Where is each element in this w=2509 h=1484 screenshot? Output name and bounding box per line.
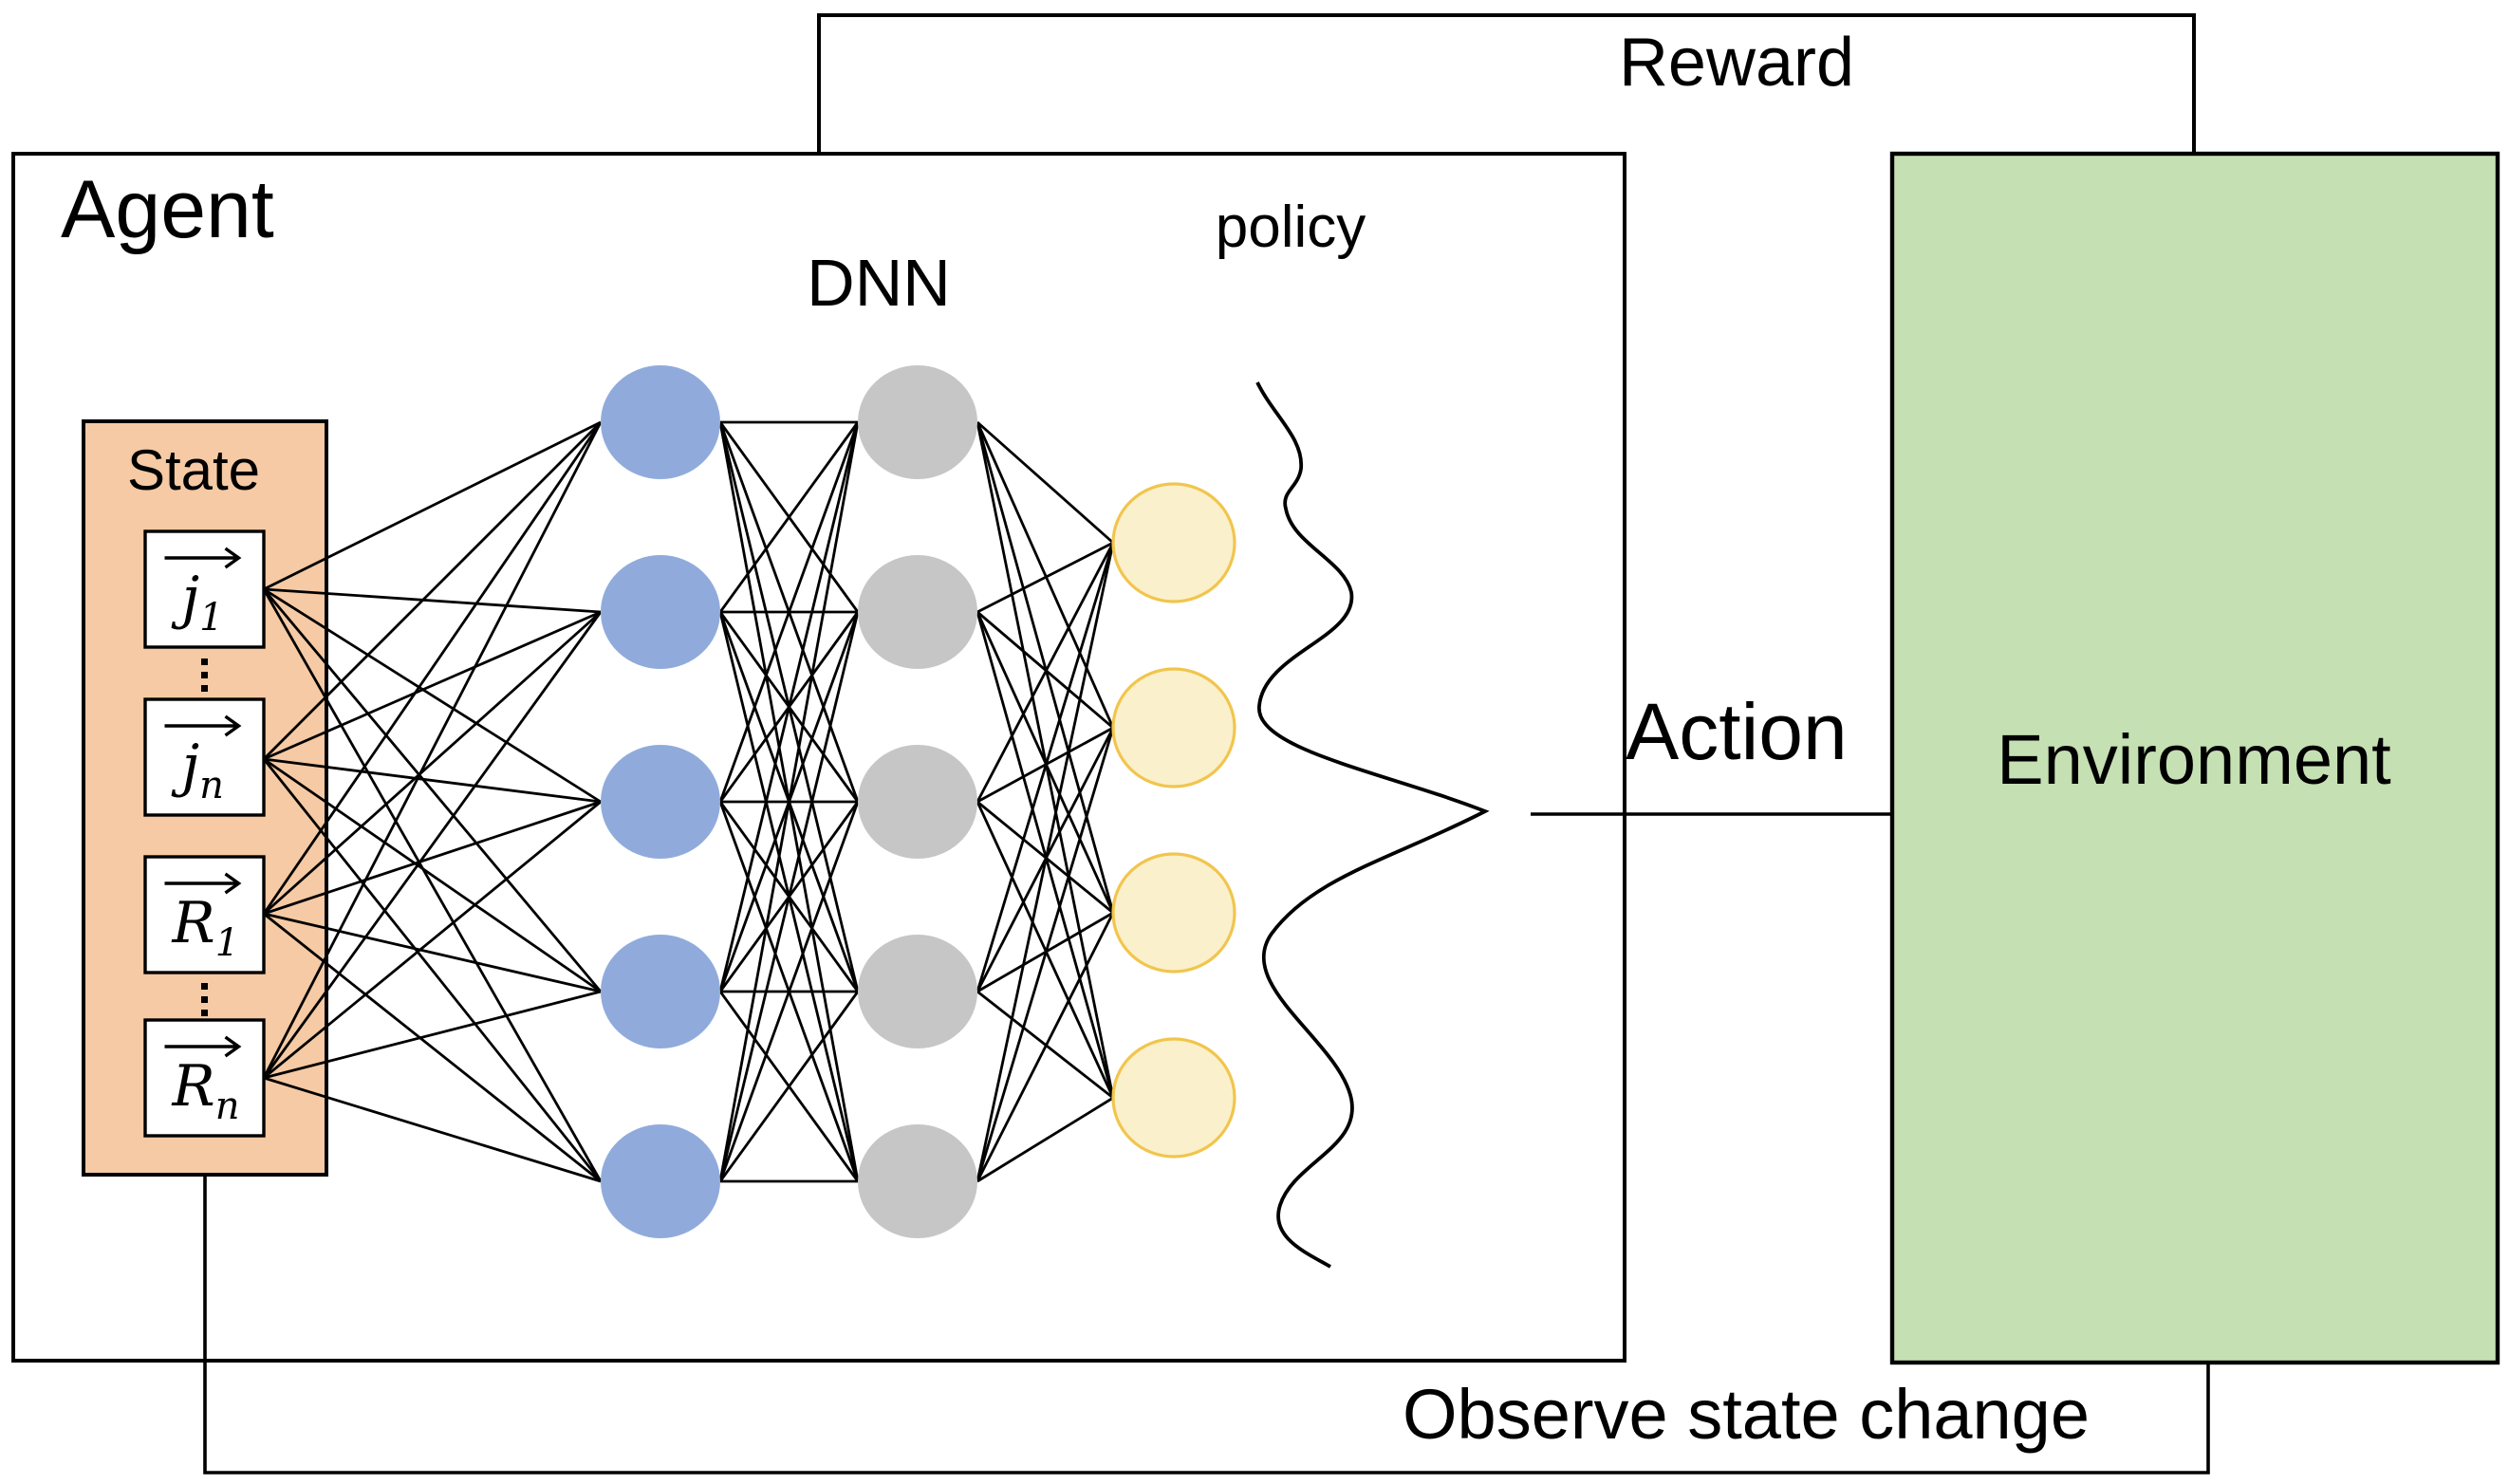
vector-arrow-icon [164, 872, 242, 895]
network-edge [976, 542, 1115, 803]
network-edge [263, 912, 602, 1183]
network-edge [262, 758, 603, 1182]
ellipsis-dot [201, 983, 208, 990]
reward-connector-line [817, 13, 2196, 154]
output-layer-node [1111, 1037, 1236, 1159]
network-edge [976, 420, 1114, 545]
network-edge [976, 542, 1115, 1182]
network-edge [263, 757, 602, 993]
output-layer-node [1111, 482, 1236, 603]
state-vector-item: jn [143, 697, 266, 817]
ellipsis-dot [201, 1010, 208, 1016]
network-edge [262, 588, 603, 992]
output-layer-node [1111, 667, 1236, 788]
hidden-layer-node [858, 555, 977, 669]
network-edge [263, 610, 602, 761]
network-edge [263, 420, 602, 591]
output-layer-node [1111, 852, 1236, 974]
network-edge [263, 757, 602, 804]
network-edge [263, 610, 602, 916]
state-vector-box [143, 697, 266, 817]
network-edge [718, 421, 860, 803]
network-edge [976, 912, 1115, 1182]
observe-connector-line [203, 1175, 2210, 1475]
network-edge [976, 727, 1115, 1182]
ellipsis-dot [201, 996, 208, 1003]
network-edge [262, 588, 603, 1182]
network-edge [262, 421, 603, 915]
state-vector-box [143, 855, 266, 974]
ellipsis-dot [201, 659, 208, 665]
vector-arrow-icon [164, 547, 242, 569]
network-edge [263, 421, 602, 760]
policy-label: policy [1216, 195, 1366, 260]
network-edge [718, 991, 860, 1182]
reward-label: Reward [1619, 25, 1854, 101]
network-edge [263, 587, 602, 614]
network-edge [718, 801, 860, 1182]
network-edge [263, 912, 602, 993]
environment-box [1889, 151, 2500, 1365]
state-label: State [127, 438, 260, 502]
agent-label: Agent [61, 164, 274, 255]
network-edge [976, 421, 1115, 914]
vector-arrow-icon [164, 1035, 242, 1058]
environment-label: Environment [1997, 720, 2391, 799]
network-edge [263, 800, 602, 1080]
state-vector-box [143, 529, 266, 649]
network-edge [263, 587, 602, 804]
hidden-layer-node [858, 745, 977, 859]
input-layer-node [601, 1124, 720, 1238]
network-edge [976, 611, 1115, 1099]
network-edge [263, 1076, 602, 1183]
hidden-layer-node [858, 365, 977, 479]
input-layer-node [601, 935, 720, 1048]
state-vector-item: Rn [143, 1018, 266, 1138]
state-vector-item: R1 [143, 855, 266, 974]
network-edge [262, 611, 603, 1079]
network-edges [262, 420, 1115, 1183]
network-edge [976, 421, 1115, 729]
network-edge [262, 421, 603, 1079]
input-layer-node [601, 365, 720, 479]
policy-curve [1255, 381, 1490, 1269]
observe-label: Observe state change [1403, 1375, 2090, 1454]
network-edge [718, 421, 860, 1182]
vector-arrow-icon [164, 714, 242, 737]
network-nodes [601, 365, 1236, 1238]
ellipsis-dot [201, 685, 208, 692]
network-edge [976, 542, 1115, 992]
network-edge [976, 801, 1115, 1099]
network-edge [718, 611, 860, 1182]
ellipsis-dot [201, 672, 208, 678]
network-edge [718, 421, 860, 992]
state-vector-box [143, 1018, 266, 1138]
hidden-layer-node [858, 935, 977, 1048]
hidden-layer-node [858, 1124, 977, 1238]
input-layer-node [601, 555, 720, 669]
network-edge [976, 611, 1115, 914]
input-layer-node [601, 745, 720, 859]
state-vector-item: j1 [143, 529, 266, 649]
network-edge [263, 800, 602, 916]
network-edge [263, 990, 602, 1080]
dnn-label: DNN [807, 246, 951, 320]
network-edge [976, 1096, 1114, 1183]
action-label: Action [1626, 687, 1847, 776]
network-edge [718, 421, 860, 613]
network-edge [976, 541, 1114, 614]
